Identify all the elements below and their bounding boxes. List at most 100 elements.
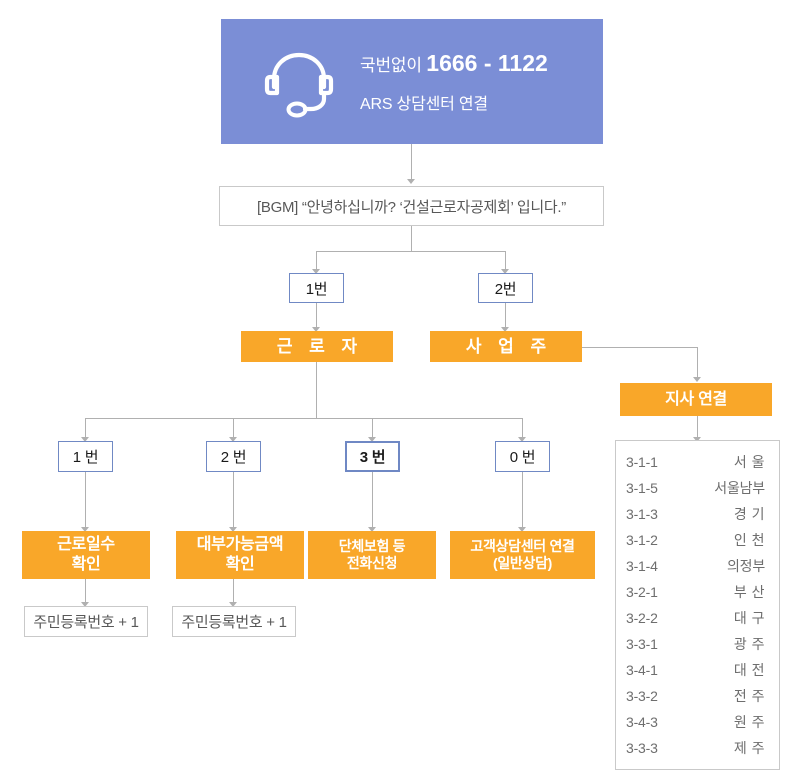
arrowhead-opt1 bbox=[312, 269, 320, 274]
node-employer[interactable]: 사 업 주 bbox=[430, 331, 582, 362]
arrowhead-worker-opt4 bbox=[518, 437, 526, 442]
branch-name: 부 산 bbox=[733, 584, 765, 600]
connector-hero-to-bgm bbox=[411, 144, 412, 180]
branch-name: 경 기 bbox=[733, 506, 765, 522]
branch-name: 전 주 bbox=[733, 688, 765, 704]
connector-key1-to-worker bbox=[316, 303, 317, 328]
bgm-announcement-box: [BGM] “안녕하십니까? ‘건설근로자공제회’ 입니다.” bbox=[219, 186, 604, 226]
arrowhead-worker-opt2 bbox=[229, 437, 237, 442]
connector-action1-down bbox=[85, 579, 86, 603]
arrowhead-followup1 bbox=[81, 602, 89, 607]
worker-key-2[interactable]: 2 번 bbox=[206, 441, 261, 472]
menu-key-1[interactable]: 1번 bbox=[289, 273, 344, 303]
branch-code: 3-1-4 bbox=[626, 558, 658, 574]
branch-code: 3-3-2 bbox=[626, 688, 658, 704]
worker-action-1[interactable]: 근로일수 확인 bbox=[22, 531, 150, 579]
connector-bgm-down bbox=[411, 226, 412, 251]
worker-action-2-line1: 대부가능금액 bbox=[196, 536, 284, 553]
worker-action-3-line2: 전화신청 bbox=[346, 555, 398, 571]
ars-hero-banner: 국번없이 1666 - 1122 ARS 상담센터 연결 bbox=[221, 19, 603, 144]
connector-worker-down bbox=[316, 362, 317, 418]
arrowhead-hero-to-bgm bbox=[407, 179, 415, 184]
connector-wkey0-down bbox=[522, 472, 523, 528]
connector-employer-right bbox=[582, 347, 698, 348]
branch-list-item[interactable]: 3-1-3 경 기 bbox=[626, 501, 769, 527]
hero-phone-line: 국번없이 1666 - 1122 bbox=[360, 50, 548, 77]
branch-name: 대 전 bbox=[733, 662, 765, 678]
branch-list-item[interactable]: 3-2-2 대 구 bbox=[626, 605, 769, 631]
branch-code: 3-1-3 bbox=[626, 506, 658, 522]
connector-key2-to-employer bbox=[505, 303, 506, 328]
branch-code: 3-2-2 bbox=[626, 610, 658, 626]
branch-list-item[interactable]: 3-1-2 인 천 bbox=[626, 527, 769, 553]
connector-wkey3-down bbox=[372, 472, 373, 528]
branch-name: 원 주 bbox=[733, 714, 765, 730]
worker-action-2-line2: 확인 bbox=[225, 556, 255, 573]
worker-action-2[interactable]: 대부가능금액 확인 bbox=[176, 531, 304, 579]
branch-name: 서 울 bbox=[733, 454, 765, 470]
branch-list-item[interactable]: 3-3-3 제 주 bbox=[626, 735, 769, 761]
worker-key-0[interactable]: 0 번 bbox=[495, 441, 550, 472]
hero-phone-prefix: 국번없이 bbox=[360, 55, 422, 75]
worker-key-1[interactable]: 1 번 bbox=[58, 441, 113, 472]
connector-wkey1-down bbox=[85, 472, 86, 528]
branch-name: 인 천 bbox=[733, 532, 765, 548]
hero-phone-number: 1666 - 1122 bbox=[426, 49, 548, 76]
branch-name: 서울남부 bbox=[714, 480, 765, 496]
followup-box-2: 주민등록번호 + 1 bbox=[172, 606, 296, 637]
arrowhead-followup2 bbox=[229, 602, 237, 607]
branch-code: 3-4-3 bbox=[626, 714, 658, 730]
branch-code: 3-3-3 bbox=[626, 740, 658, 756]
connector-branch-to-list bbox=[697, 416, 698, 438]
branch-code: 3-1-2 bbox=[626, 532, 658, 548]
branch-code: 3-3-1 bbox=[626, 636, 658, 652]
connector-to-worker-opt1 bbox=[85, 418, 86, 438]
worker-action-0-line2: (일반상담) bbox=[492, 555, 553, 571]
worker-action-3[interactable]: 단체보험 등 전화신청 bbox=[308, 531, 436, 579]
connector-wkey2-down bbox=[233, 472, 234, 528]
branch-list-item[interactable]: 3-4-1 대 전 bbox=[626, 657, 769, 683]
connector-worker-split-bar bbox=[85, 418, 523, 419]
branch-name: 의정부 bbox=[726, 558, 765, 574]
branch-code: 3-1-1 bbox=[626, 454, 658, 470]
arrowhead-worker bbox=[312, 327, 320, 332]
branch-name: 광 주 bbox=[733, 636, 765, 652]
branch-code: 3-4-1 bbox=[626, 662, 658, 678]
branch-code: 3-2-1 bbox=[626, 584, 658, 600]
branch-name: 대 구 bbox=[733, 610, 765, 626]
arrowhead-worker-opt1 bbox=[81, 437, 89, 442]
connector-to-opt1 bbox=[316, 251, 317, 270]
arrowhead-worker-opt3 bbox=[368, 437, 376, 442]
worker-action-1-line2: 확인 bbox=[71, 556, 101, 573]
branch-code: 3-1-5 bbox=[626, 480, 658, 496]
worker-action-0-line1: 고객상담센터 연결 bbox=[470, 537, 575, 554]
branch-list-item[interactable]: 3-2-1 부 산 bbox=[626, 579, 769, 605]
worker-key-3[interactable]: 3 번 bbox=[345, 441, 400, 472]
followup-box-1: 주민등록번호 + 1 bbox=[24, 606, 148, 637]
arrowhead-employer bbox=[501, 327, 509, 332]
connector-to-worker-opt4 bbox=[522, 418, 523, 438]
worker-action-0[interactable]: 고객상담센터 연결 (일반상담) bbox=[450, 531, 595, 579]
connector-to-worker-opt3 bbox=[372, 418, 373, 438]
arrowhead-opt2 bbox=[501, 269, 509, 274]
menu-key-2[interactable]: 2번 bbox=[478, 273, 533, 303]
node-worker[interactable]: 근 로 자 bbox=[241, 331, 393, 362]
arrowhead-wopt1 bbox=[81, 527, 89, 532]
connector-employer-down bbox=[697, 347, 698, 378]
arrowhead-wopt2 bbox=[229, 527, 237, 532]
node-branch-connect[interactable]: 지사 연결 bbox=[620, 383, 772, 416]
branch-list-item[interactable]: 3-3-2 전 주 bbox=[626, 683, 769, 709]
arrowhead-wopt4 bbox=[518, 527, 526, 532]
branch-list-item[interactable]: 3-3-1 광 주 bbox=[626, 631, 769, 657]
branch-list-item[interactable]: 3-4-3 원 주 bbox=[626, 709, 769, 735]
branch-list-item[interactable]: 3-1-1 서 울 bbox=[626, 449, 769, 475]
worker-action-1-line1: 근로일수 bbox=[57, 536, 115, 553]
connector-action2-down bbox=[233, 579, 234, 603]
hero-subtitle: ARS 상담센터 연결 bbox=[360, 95, 488, 113]
branch-list-item[interactable]: 3-1-5 서울남부 bbox=[626, 475, 769, 501]
branch-list-item[interactable]: 3-1-4 의정부 bbox=[626, 553, 769, 579]
headset-icon bbox=[256, 39, 342, 125]
connector-to-opt2 bbox=[505, 251, 506, 270]
hero-text-block: 국번없이 1666 - 1122 ARS 상담센터 연결 bbox=[360, 50, 548, 114]
